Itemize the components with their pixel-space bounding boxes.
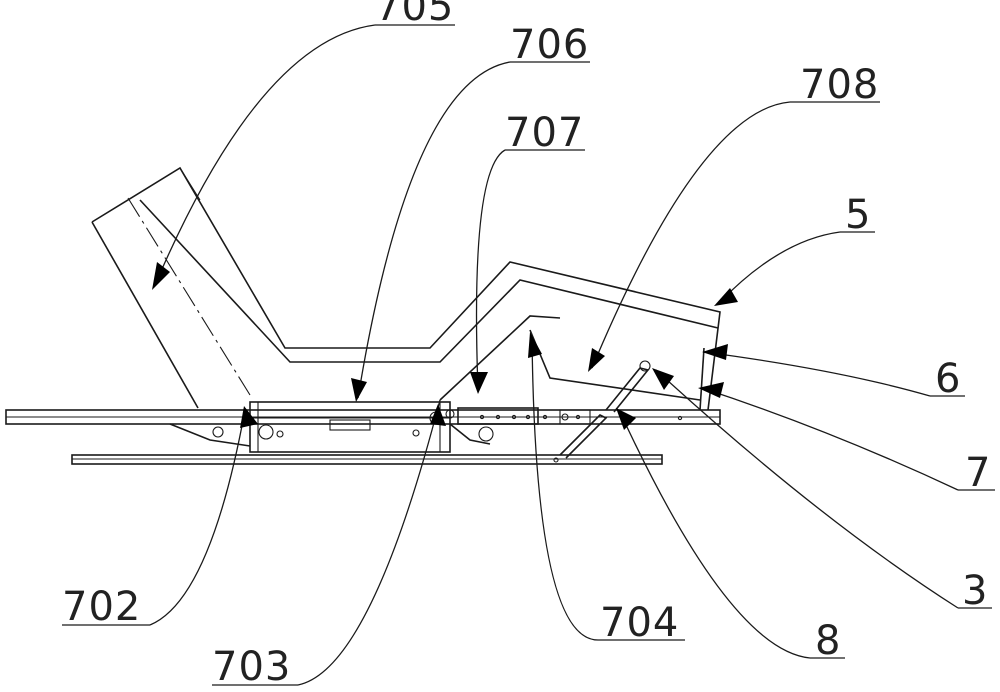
label-8: 8 bbox=[815, 618, 841, 664]
label-708: 708 bbox=[800, 62, 879, 108]
upper-frame-rail bbox=[6, 410, 720, 424]
reference-labels: 705 706 707 708 5 6 7 3 8 704 703 702 bbox=[62, 0, 991, 690]
label-707: 707 bbox=[505, 110, 584, 156]
label-5: 5 bbox=[845, 192, 871, 238]
lower-frame-rail bbox=[72, 455, 662, 464]
label-7: 7 bbox=[965, 450, 991, 496]
label-3: 3 bbox=[962, 568, 988, 614]
label-6: 6 bbox=[935, 356, 961, 402]
left-bracket bbox=[170, 424, 283, 446]
label-703: 703 bbox=[212, 644, 291, 690]
label-706: 706 bbox=[510, 22, 589, 68]
label-705: 705 bbox=[375, 0, 454, 30]
bed-deck-outline bbox=[92, 168, 720, 410]
arrowheads bbox=[152, 262, 738, 430]
label-702: 702 bbox=[62, 584, 141, 630]
linkage-arms bbox=[554, 361, 650, 462]
label-704: 704 bbox=[600, 600, 679, 646]
